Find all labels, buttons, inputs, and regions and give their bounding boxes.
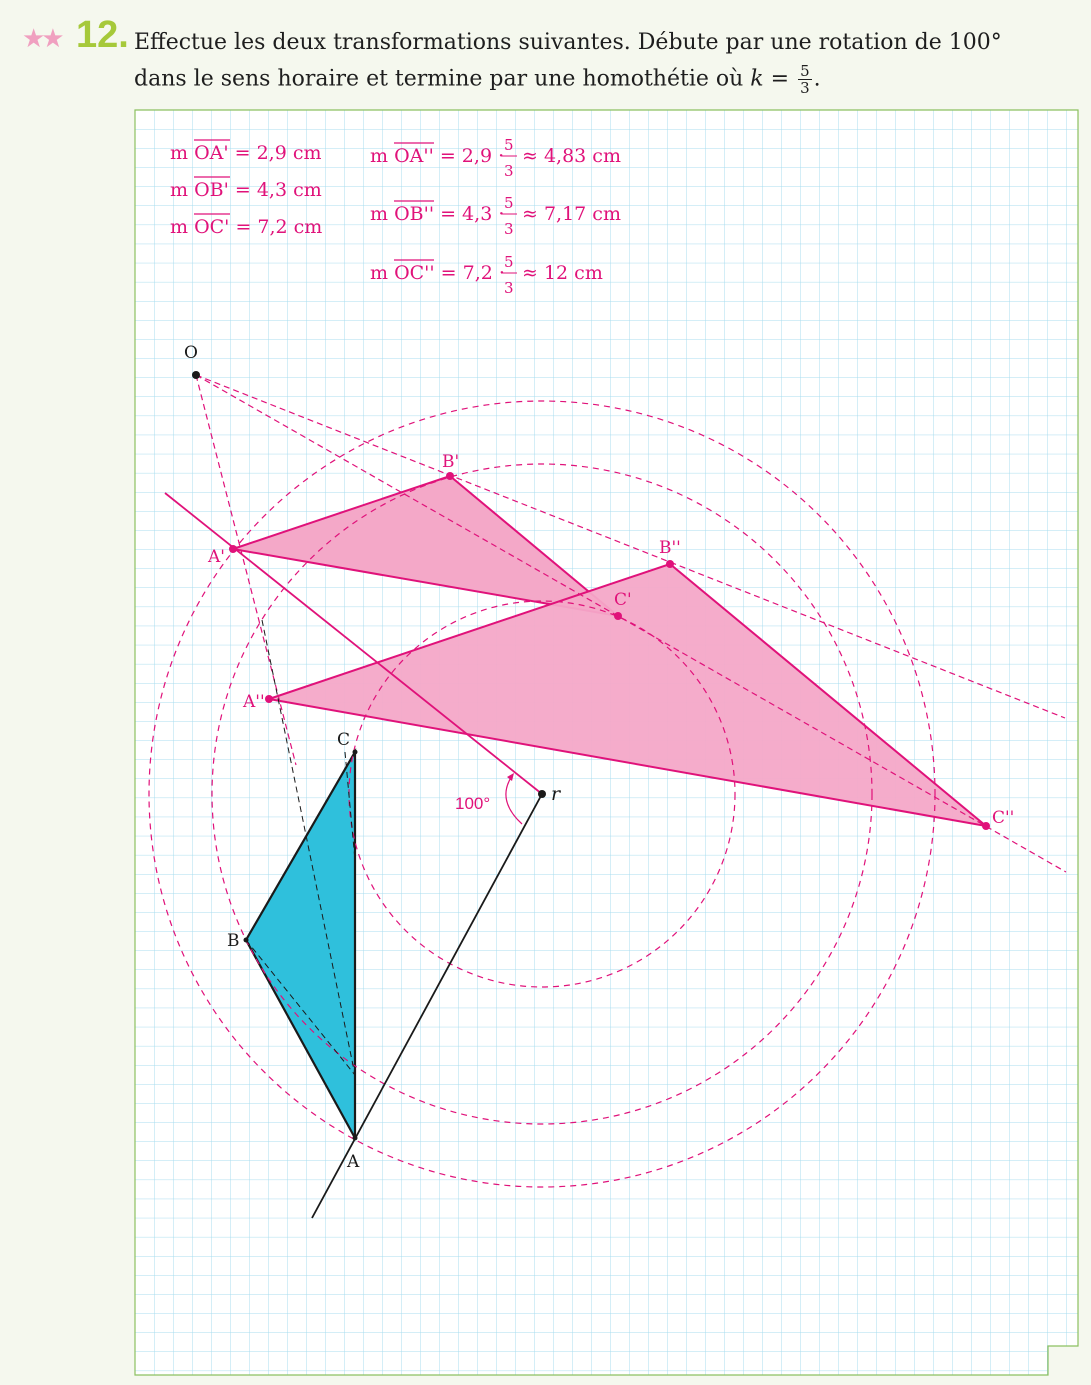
measure-ob2-prefix: m — [370, 203, 394, 225]
ray-o-b — [195, 374, 1066, 719]
measure-oc1-value: = 7,2 cm — [229, 216, 322, 238]
exercise-instruction-line1: Effectue les deux transformations suivan… — [134, 30, 1002, 55]
measure-ob2-den: 3 — [504, 220, 514, 238]
measure-oc1-line: m OC' = 7,2 cm — [170, 216, 322, 238]
construction-line-3 — [344, 751, 356, 861]
point-a1 — [229, 545, 237, 553]
measures-right: m OA'' = 2,9 · 5 3 ≈ 4,83 cm m OB'' = 4,… — [370, 136, 621, 297]
measure-oa1-value: = 2,9 cm — [229, 142, 322, 164]
point-b1 — [446, 472, 454, 480]
measure-oa2-mult: = 2,9 · — [434, 145, 504, 167]
rotation-circle-b — [211, 463, 873, 1125]
measure-ob2-num: 5 — [504, 194, 514, 212]
exercise-header: ★★ 12. Effectue les deux transformations… — [0, 0, 1091, 108]
point-a2 — [265, 695, 273, 703]
k-denominator: 3 — [800, 79, 810, 97]
measure-ob1-line: m OB' = 4,3 cm — [170, 179, 322, 201]
exercise-number: 12. — [76, 14, 129, 56]
measure-ob2-result: ≈ 7,17 cm — [522, 203, 621, 225]
label-b: B — [227, 931, 240, 951]
rotation-line-a1 — [164, 492, 543, 795]
point-c1 — [614, 612, 622, 620]
point-o — [192, 371, 200, 379]
measure-oa1-seg: OA' — [194, 142, 229, 164]
label-c: C — [337, 730, 350, 750]
label-angle: 100° — [455, 794, 490, 813]
measure-oc2-result: ≈ 12 cm — [522, 262, 603, 284]
measure-oc2-mult: = 7,2 · — [435, 262, 505, 284]
sheet-frame — [134, 109, 1079, 1376]
point-c2 — [982, 822, 990, 830]
construction-line-2 — [261, 619, 356, 1076]
k-variable: k — [750, 66, 764, 92]
point-c — [352, 749, 358, 755]
measure-oa2-den: 3 — [504, 162, 514, 180]
label-c1: C' — [614, 590, 632, 610]
angle-arc — [505, 775, 523, 825]
construction-line-1 — [245, 939, 356, 1076]
ray-o-a — [195, 374, 297, 766]
angle-arrow-icon — [507, 773, 514, 781]
label-o: O — [184, 343, 198, 363]
measure-oc1-prefix: m — [170, 216, 194, 238]
k-equals: = — [763, 66, 797, 92]
measure-oa2-prefix: m — [370, 145, 394, 167]
measures-left: m OA' = 2,9 cm m OB' = 4,3 cm m OC' = 7,… — [170, 139, 322, 238]
triangle-a2b2c2 — [268, 562, 990, 828]
measure-ob2-seg: OB'' — [394, 203, 434, 225]
difficulty-stars-icon: ★★ — [22, 24, 65, 54]
point-a — [352, 1135, 358, 1141]
instruction-text: dans le sens horaire et termine par une … — [134, 66, 751, 92]
measure-ob2-line: m OB'' = 4,3 · — [370, 203, 504, 225]
point-b2 — [666, 560, 674, 568]
rotation-line-a — [311, 793, 543, 1219]
measure-oa2-result: ≈ 4,83 cm — [522, 145, 621, 167]
measure-oa2-num: 5 — [504, 136, 514, 154]
label-c2: C'' — [992, 808, 1014, 828]
measure-oc2-line: m OC'' = 7,2 · — [370, 262, 505, 284]
exercise-instruction-line2: dans le sens horaire et termine par une … — [134, 63, 821, 96]
instruction-period: . — [813, 66, 821, 92]
measure-oa1-prefix: m — [170, 142, 194, 164]
ray-o-c — [195, 374, 1067, 873]
label-b1: B' — [442, 452, 459, 472]
label-b2: B'' — [659, 538, 681, 558]
measure-oc1-seg: OC' — [194, 216, 229, 238]
rotation-circle-a — [148, 400, 936, 1188]
measure-oc2-num: 5 — [504, 253, 514, 271]
point-b — [243, 937, 249, 943]
measure-oc2-prefix: m — [370, 262, 394, 284]
measure-oa1-line: m OA' = 2,9 cm — [170, 142, 322, 164]
measure-oc2-den: 3 — [504, 279, 514, 297]
measure-ob1-prefix: m — [170, 179, 194, 201]
label-a: A — [346, 1152, 360, 1172]
label-a2: A'' — [242, 692, 265, 712]
measure-ob1-value: = 4,3 cm — [229, 179, 322, 201]
measure-ob1-seg: OB' — [194, 179, 229, 201]
triangle-a1b1c1 — [232, 474, 622, 618]
measure-oa2-seg: OA'' — [394, 145, 434, 167]
k-numerator: 5 — [798, 62, 812, 80]
label-r: r — [551, 783, 562, 805]
measure-ob2-mult: = 4,3 · — [434, 203, 504, 225]
point-r — [538, 790, 546, 798]
label-a1: A' — [207, 547, 225, 567]
measure-oc2-seg: OC'' — [394, 262, 435, 284]
measure-oa2-line: m OA'' = 2,9 · — [370, 145, 504, 167]
